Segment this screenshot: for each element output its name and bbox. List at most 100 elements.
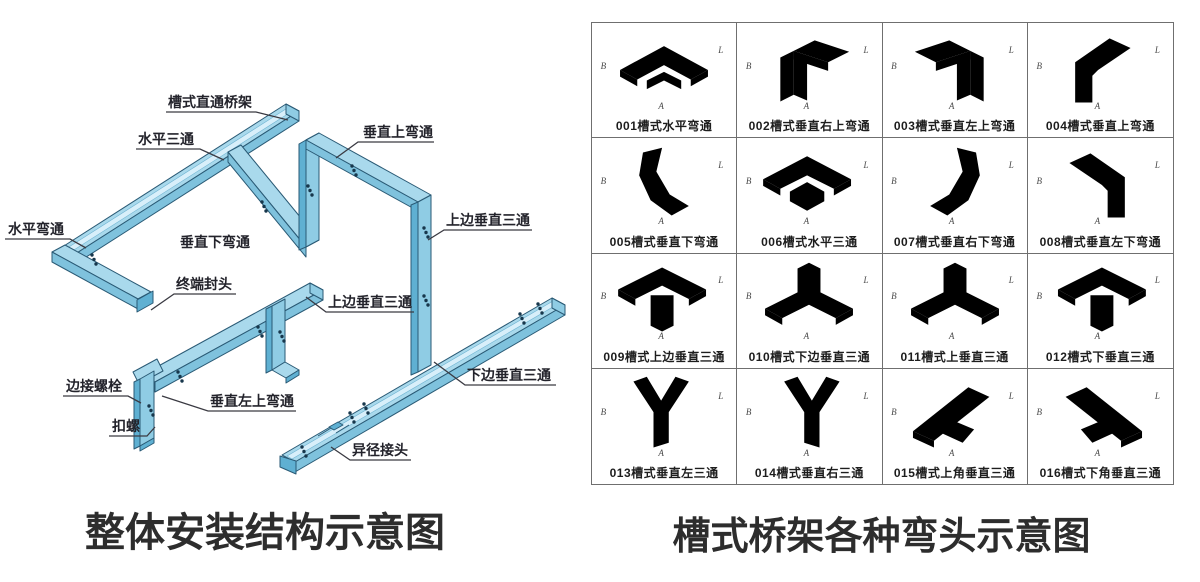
bolt-dot bbox=[282, 339, 286, 343]
dimension-letter: A bbox=[658, 447, 664, 458]
fitting-sketch bbox=[747, 26, 871, 112]
label-callouts: 槽式直通桥架水平三通垂直上弯通水平弯通垂直下弯通上边垂直三通终端封头上边垂直三通… bbox=[5, 94, 556, 461]
fitting-caption: 010槽式下边垂直三通 bbox=[748, 349, 871, 364]
dimension-letter: L bbox=[718, 44, 724, 55]
part-label: 槽式直通桥架 bbox=[168, 94, 252, 110]
dimension-letter: B bbox=[891, 406, 897, 417]
dimension-letter: B bbox=[745, 406, 752, 417]
fitting-caption: 009槽式上边垂直三通 bbox=[603, 349, 725, 364]
bolt-dot bbox=[300, 445, 304, 449]
fitting-sketch bbox=[1038, 26, 1162, 112]
fitting-caption: 003槽式垂直左上弯通 bbox=[893, 119, 1016, 134]
bolt-dot bbox=[352, 168, 356, 173]
bolt-dot bbox=[256, 325, 260, 329]
dimension-letter: A bbox=[1094, 100, 1101, 111]
dimension-letter: A bbox=[803, 447, 810, 458]
dimension-letter: B bbox=[1036, 60, 1042, 71]
dimension-letter: L bbox=[863, 390, 869, 401]
right-caption: 槽式桥架各种弯头示意图 bbox=[672, 516, 1091, 558]
fitting-caption: 008槽式垂直左下弯通 bbox=[1039, 234, 1162, 249]
fitting-caption: 014槽式垂直右三通 bbox=[754, 466, 864, 480]
dimension-letter: A bbox=[1094, 216, 1101, 227]
dimension-letter: A bbox=[658, 331, 664, 342]
fitting-caption: 013槽式垂直左三通 bbox=[609, 466, 719, 480]
bolt-dot bbox=[178, 374, 182, 379]
label-leader-line bbox=[161, 395, 296, 412]
bolt-dot bbox=[306, 184, 310, 188]
bolt-dot bbox=[350, 164, 354, 168]
dimension-letter: L bbox=[718, 275, 724, 286]
dimension-letter: L bbox=[1154, 159, 1160, 170]
label-leader-line bbox=[5, 238, 87, 249]
part-label: 垂直下弯通 bbox=[180, 234, 250, 250]
label-leader-line bbox=[433, 361, 556, 386]
dimension-letter: L bbox=[863, 159, 869, 170]
fitting-caption: 005槽式垂直下弯通 bbox=[609, 234, 719, 249]
label-leader-line bbox=[335, 141, 434, 159]
dimension-letter: B bbox=[891, 291, 897, 302]
bolt-dot bbox=[258, 329, 262, 334]
dimension-letter: A bbox=[658, 100, 664, 111]
dimension-letter: B bbox=[745, 60, 752, 71]
fitting-caption: 002槽式垂直右上弯通 bbox=[748, 119, 871, 134]
bolt-dot bbox=[366, 411, 370, 415]
bolt-dot bbox=[180, 379, 184, 383]
tray-riser-bridge bbox=[298, 132, 432, 376]
label-leader-line bbox=[427, 229, 532, 241]
dimension-letter: A bbox=[948, 216, 955, 227]
bolt-dot bbox=[260, 200, 264, 204]
part-label: 上边垂直三通 bbox=[328, 294, 412, 310]
dimension-letter: B bbox=[1036, 406, 1042, 417]
dimension-letter: B bbox=[891, 175, 897, 186]
bolt-dot bbox=[92, 257, 96, 262]
bolt-dot bbox=[422, 226, 426, 230]
bolt-dot bbox=[522, 321, 526, 325]
part-label: 边接螺栓 bbox=[65, 378, 122, 394]
bolt-dot bbox=[424, 230, 428, 235]
bolt-dot bbox=[350, 415, 354, 420]
bolt-dot bbox=[538, 306, 542, 311]
dimension-letter: L bbox=[1008, 275, 1014, 286]
bolt-dot bbox=[302, 449, 306, 454]
label-leader-line bbox=[305, 296, 414, 313]
part-label: 垂直左上弯通 bbox=[210, 393, 294, 409]
installation-diagram: 槽式直通桥架水平三通垂直上弯通水平弯通垂直下弯通上边垂直三通终端封头上边垂直三通… bbox=[5, 94, 566, 475]
dimension-letter: L bbox=[863, 275, 869, 286]
bolt-dot bbox=[260, 334, 264, 338]
bolt-dot bbox=[90, 253, 94, 257]
part-label: 异径接头 bbox=[352, 442, 408, 458]
dimension-letter: A bbox=[1094, 331, 1101, 342]
fitting-caption: 006槽式水平三通 bbox=[761, 234, 858, 249]
dimension-letter: B bbox=[600, 175, 607, 186]
part-label: 扣螺 bbox=[112, 418, 140, 434]
bolt-clusters bbox=[90, 164, 544, 458]
label-leader-line bbox=[150, 293, 236, 311]
dimension-letter: L bbox=[1154, 275, 1160, 286]
fitting-sketch bbox=[747, 372, 871, 458]
bolt-dot bbox=[426, 235, 430, 239]
bolt-dot bbox=[151, 413, 155, 417]
dimension-letter: L bbox=[863, 44, 869, 55]
dimension-letter: B bbox=[745, 175, 752, 186]
part-label: 下边垂直三通 bbox=[467, 367, 551, 383]
dimension-letter: L bbox=[1008, 44, 1014, 55]
fitting-cell: L A B 014槽式垂直右三通 bbox=[737, 368, 883, 484]
dimension-letter: A bbox=[948, 331, 955, 342]
dimension-letter: L bbox=[718, 159, 724, 170]
bolt-dot bbox=[518, 312, 522, 316]
dimension-letter: L bbox=[1008, 390, 1014, 401]
